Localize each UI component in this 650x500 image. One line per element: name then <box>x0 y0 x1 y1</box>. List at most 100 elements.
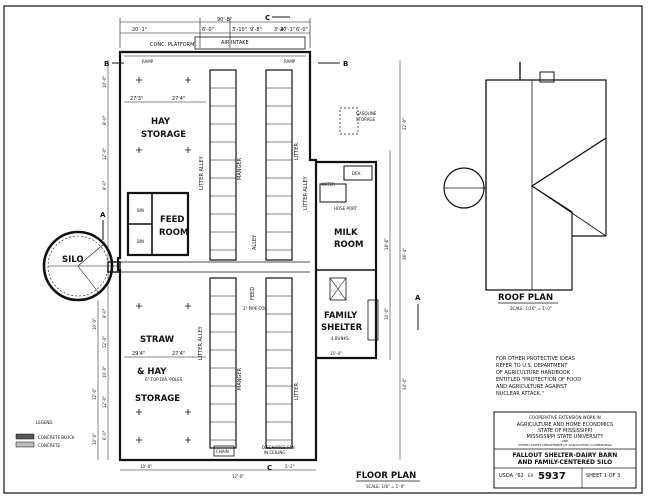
year-label: '62 <box>516 473 524 479</box>
title-block-line: COOPERATIVE EXTENSION WORK IN <box>529 415 600 420</box>
section-mark: A <box>100 211 106 219</box>
alley-label: ALLEY <box>252 234 258 250</box>
ex-label: EX. <box>528 473 535 478</box>
title-block-small: UNITED STATES DEPARTMENT OF AGRICULTURE … <box>518 443 612 447</box>
legend-item: CONCRETE BLOCK <box>38 435 75 440</box>
section-mark: C <box>265 14 270 22</box>
dim-label: 15'-0" <box>330 351 342 356</box>
dim-label: 20'-1" <box>132 27 147 33</box>
dim-label: 9'-8" <box>250 27 262 33</box>
conc-platform-label: CONC. PLATFORM <box>150 42 194 48</box>
barn-outer-wall <box>116 50 318 462</box>
stall-column-upper-left <box>209 69 237 261</box>
shelter-fixture-line <box>329 277 347 301</box>
dim-label: 27'4" <box>172 96 185 102</box>
storage-lower-label: STORAGE <box>135 394 180 404</box>
note-line: AND AGRICULTURE AGAINST <box>496 384 568 390</box>
chain-label: CHAIN <box>216 449 229 454</box>
water-label: WATER <box>321 182 335 187</box>
hay-lower-label: & HAY <box>137 367 167 377</box>
hose-port-label: HOSE PORT <box>334 206 358 211</box>
dim-label: 5'-2" <box>285 464 295 469</box>
roof-vent <box>539 71 555 83</box>
dim-label: 34'-0" <box>402 378 407 390</box>
litter-alley-label: LITTER ALLEY <box>303 175 309 210</box>
sheet-border <box>3 5 643 494</box>
dim-label: 3'-4" <box>274 27 286 33</box>
dim-label: 10'-0" <box>140 464 152 469</box>
manger-label: MANGER <box>237 367 243 390</box>
shelter-fixture <box>329 277 347 301</box>
dim-label: 29'4" <box>132 351 145 357</box>
note-line: OF AGRICULTURE HANDBOOK <box>496 370 571 376</box>
dim-label: 27'4" <box>172 351 185 357</box>
dev-label: DEV. <box>352 171 361 176</box>
roof-hip <box>531 185 607 237</box>
milk-room-label: ROOM <box>334 240 363 250</box>
bunks-label: 4 BUNKS <box>331 336 349 341</box>
ramp-label: RAMP <box>142 59 154 64</box>
silo <box>42 230 121 302</box>
dim-label: 10'-0" <box>92 433 97 445</box>
gasoline-storage-box <box>339 107 359 135</box>
roof-hip <box>531 137 607 187</box>
roof-plan-title: ROOF PLAN <box>498 293 553 303</box>
bin-label: BIN <box>137 239 144 244</box>
stall-column-upper-right <box>265 69 293 261</box>
bunk-box <box>367 299 379 341</box>
title-block-line: MISSISSIPPI STATE UNIVERSITY <box>527 434 605 440</box>
drawing-title: AND FAMILY-CENTERED SILO <box>518 459 613 466</box>
hay-storage-label: STORAGE <box>141 130 186 140</box>
section-mark: A <box>415 294 421 302</box>
roof-plan-scale: SCALE: 1/16" = 1'-0" <box>510 306 552 311</box>
litter-alley-label: LITTER ALLEY <box>199 155 205 190</box>
straw-label: STRAW <box>140 335 175 345</box>
legend-title: LEGEND <box>36 420 52 425</box>
stall-column-lower-right <box>265 277 293 449</box>
silo-label: SILO <box>62 255 84 265</box>
air-intake-box <box>194 36 306 50</box>
dim-label: 8'-0" <box>102 115 107 125</box>
dim-label: 36'-4" <box>402 248 407 260</box>
title-block-line: AGRICULTURE AND HOME ECONOMICS <box>517 422 613 428</box>
roof-plan: ROOF PLAN SCALE: 1/16" = 1'-0" <box>443 62 607 311</box>
legend: LEGEND CONCRETE BLOCK CONCRETE <box>15 420 75 448</box>
dim-label: 10'-0" <box>92 318 97 330</box>
section-mark: B <box>104 60 109 68</box>
title-block: COOPERATIVE EXTENSION WORK IN AGRICULTUR… <box>493 411 637 489</box>
dim-label: 6'-0" <box>202 27 214 33</box>
dim-label: 12'-0" <box>102 336 107 348</box>
water-box <box>319 183 347 203</box>
drawing-title: FALLOUT SHELTER-DAIRY BARN <box>513 452 618 459</box>
dev-box <box>343 165 373 181</box>
title-block-line: STATE OF MISSISSIPPI <box>538 428 592 434</box>
dim-label: 12'-0" <box>102 396 107 408</box>
dim-label: 12'-0" <box>232 474 244 479</box>
chain-box <box>213 445 235 457</box>
concrete-block-swatch <box>15 433 35 440</box>
poles-label: 6" TOP DIA. POLES <box>145 377 183 382</box>
drawing-number: 5937 <box>538 471 566 482</box>
air-intake-label: AIR INTAKE <box>221 40 249 46</box>
family-shelter-label: SHELTER <box>321 323 363 333</box>
litter-label: LITTER <box>294 143 300 160</box>
title-block-frame <box>493 411 637 489</box>
note-line: NUCLEAR ATTACK." <box>496 391 544 397</box>
concrete-swatch <box>15 441 35 448</box>
feed-room-label: FEED <box>160 215 184 225</box>
discharge-label: DISCHARGE FAN <box>262 445 295 450</box>
milk-wing-walls <box>316 160 378 360</box>
section-mark: C <box>267 464 272 472</box>
dim-label: 10'-0" <box>102 76 107 88</box>
dim-label: 6'-0" <box>296 27 308 33</box>
dim-label: 22'-0" <box>402 118 407 130</box>
floor-plan-title: FLOOR PLAN <box>356 471 416 481</box>
dim-label: 27'3" <box>130 96 143 102</box>
dim-label: 8'-0" <box>102 180 107 190</box>
legend-item: CONCRETE <box>38 443 60 448</box>
dim-label: 3'-10" <box>232 27 247 33</box>
floor-plan: 20'-1" 90'-8" 20'-1" 6'-0" 3'-10" 9'-8" … <box>42 14 421 489</box>
milk-room-label: MILK <box>334 228 358 238</box>
note-line: FOR OTHER PROTECTIVE IDEAS <box>496 356 575 362</box>
